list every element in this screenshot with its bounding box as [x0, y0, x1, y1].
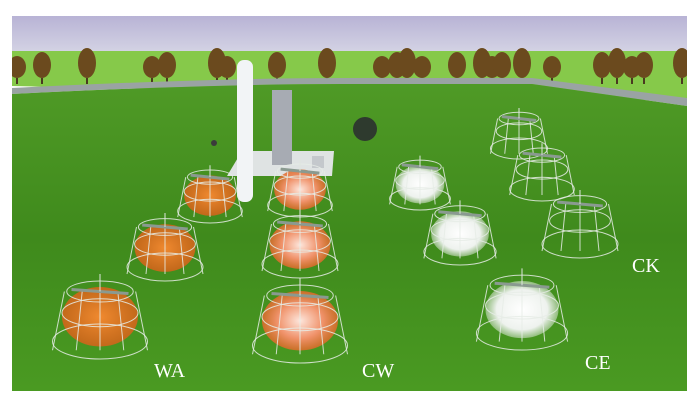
plot-cw: [267, 159, 333, 218]
tree: [78, 48, 96, 84]
plot-cw: [252, 278, 348, 364]
label-wa: WA: [154, 360, 186, 382]
tree: [12, 56, 26, 84]
plot-ce: [389, 155, 451, 211]
field-scene: [12, 16, 687, 391]
tree: [673, 48, 687, 84]
grass-field: [12, 84, 687, 391]
plot-wa: [126, 213, 204, 282]
tree: [608, 48, 626, 84]
plot-wa: [52, 274, 148, 360]
tree: [33, 52, 51, 84]
instrument-platform: [211, 60, 377, 202]
label-ce: CE: [585, 352, 611, 374]
plot-ck: [509, 143, 575, 202]
experimental-plots: [52, 108, 619, 364]
label-cw: CW: [362, 360, 395, 382]
plot-ck: [541, 190, 619, 259]
label-ck: CK: [632, 255, 660, 277]
plot-cw: [261, 210, 339, 279]
tree: [143, 56, 161, 84]
plot-ce: [475, 268, 569, 351]
plot-wa: [177, 165, 243, 224]
tree: [593, 52, 611, 84]
tree: [635, 52, 653, 84]
tree: [158, 52, 176, 84]
plot-ce: [423, 200, 497, 266]
road: [12, 78, 687, 106]
